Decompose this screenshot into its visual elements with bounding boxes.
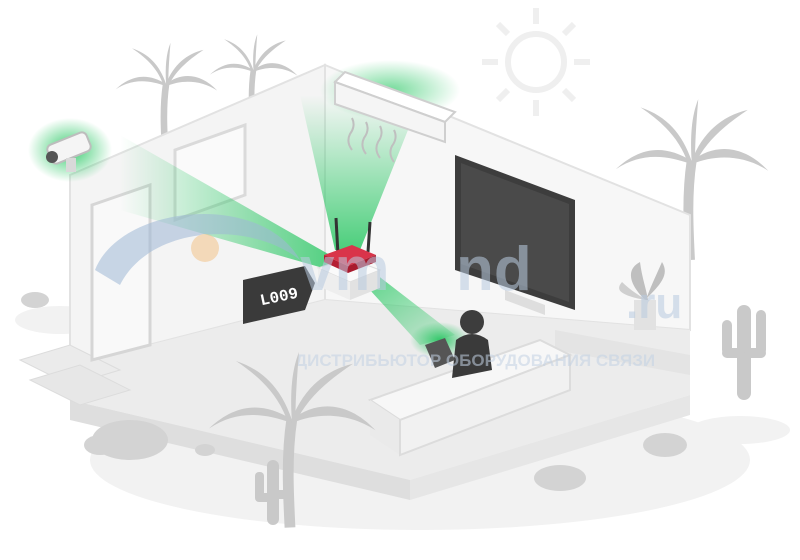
watermark-brand-tld: .ru (626, 279, 682, 328)
sofa (367, 338, 573, 457)
air-conditioner-icon (333, 70, 457, 163)
watermark-brand-b: nd (456, 235, 532, 304)
tv-icon (455, 155, 575, 315)
cactus-right (722, 305, 766, 400)
sign: L009 (243, 266, 315, 324)
watermark-tagline: ДИСТРИБЬЮТОР ОБОРУДОВАНИЯ СВЯЗИ (295, 351, 655, 370)
security-camera-icon (46, 131, 92, 172)
sun-icon (482, 8, 590, 116)
cactus-bottom (255, 460, 292, 525)
person-icon (425, 310, 492, 378)
steps-2 (28, 364, 132, 406)
front-edge-right (410, 395, 690, 500)
watermark: vm nd .ru ДИСТРИБЬЮТОР ОБОРУДОВАНИЯ СВЯЗ… (95, 213, 682, 370)
plant-icon (619, 262, 665, 330)
watermark-logo-dot (191, 234, 219, 262)
rocks (21, 292, 687, 491)
beam-to-ac (300, 95, 420, 250)
tv-console (555, 330, 690, 375)
watermark-brand-a: vm (300, 235, 390, 304)
router-icon (324, 217, 376, 273)
laptop-icon (425, 338, 455, 368)
watermark-logo-swoosh (95, 213, 300, 285)
